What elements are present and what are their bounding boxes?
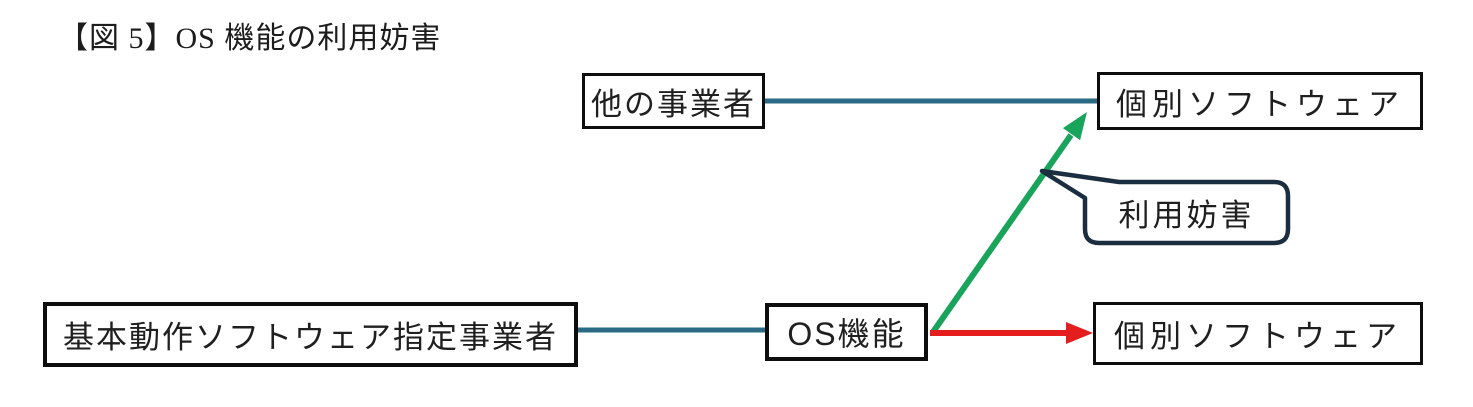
node-os-function: OS機能: [765, 303, 928, 361]
node-basic-os-provider: 基本動作ソフトウェア指定事業者: [43, 302, 578, 367]
node-other-provider-label: 他の事業者: [591, 86, 756, 122]
figure-title: 【図 5】OS 機能の利用妨害: [58, 22, 442, 55]
callout-bubble: [1039, 168, 1291, 246]
node-individual-software-top: 個別ソフトウェア: [1097, 72, 1423, 130]
node-individual-software-top-label: 個別ソフトウェア: [1116, 86, 1404, 122]
node-os-function-label: OS機能: [787, 316, 906, 352]
node-individual-software-bottom: 個別ソフトウェア: [1093, 302, 1423, 365]
provision-arrow-head: [1066, 322, 1093, 344]
node-other-provider: 他の事業者: [582, 73, 765, 129]
node-basic-os-provider-label: 基本動作ソフトウェア指定事業者: [63, 320, 558, 355]
node-individual-software-bottom-label: 個別ソフトウェア: [1114, 319, 1402, 354]
obstruction-arrow-head: [1062, 112, 1087, 141]
obstruction-arrow-shaft: [930, 133, 1074, 334]
callout-label: 利用妨害: [1118, 198, 1255, 233]
